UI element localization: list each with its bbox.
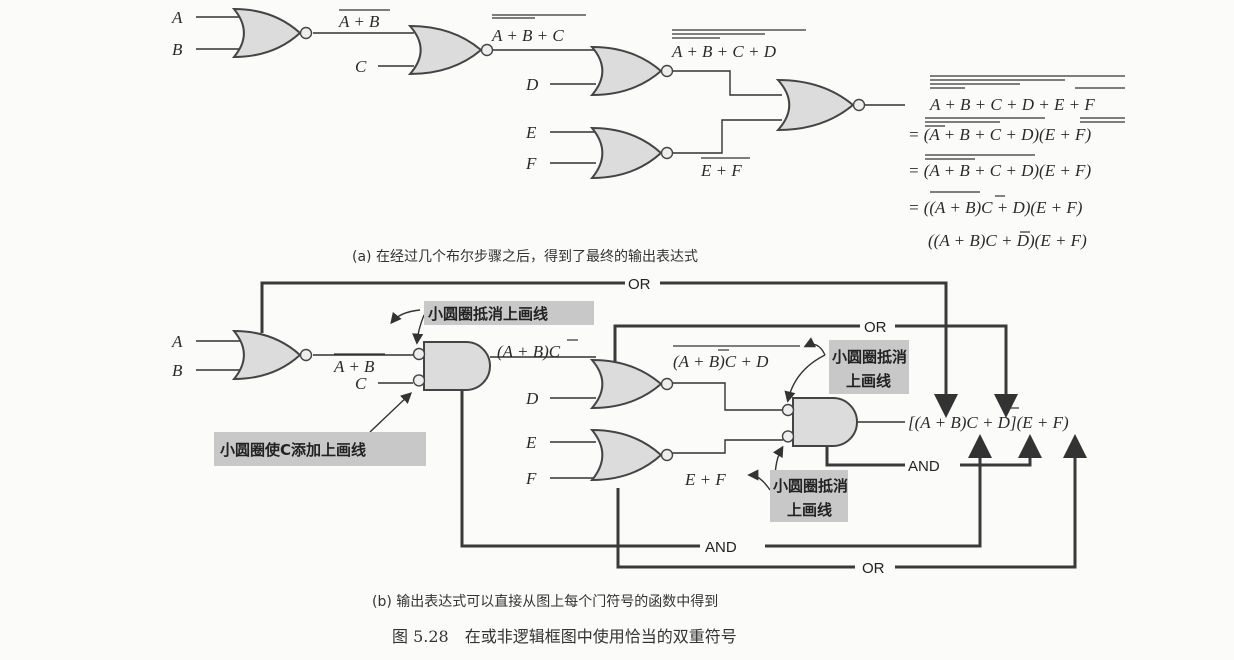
input-c-b: C — [355, 374, 367, 393]
nor-gate-a2 — [407, 24, 494, 76]
nor-gate-body — [775, 78, 855, 132]
inversion-bubble-icon — [781, 430, 795, 443]
wires — [196, 16, 1075, 569]
inversion-bubble-icon — [299, 348, 313, 362]
bus-label-or-top: OR — [628, 276, 651, 293]
expression-line-4: = ((A + B)C + D)(E + F) — [908, 198, 1083, 217]
nor-gate-body — [407, 24, 483, 76]
label-abc-plus-d: (A + B)C + D — [673, 352, 769, 371]
nor-gate-a4 — [775, 78, 866, 132]
input-b: B — [172, 40, 183, 59]
svg-text:上画线: 上画线 — [846, 372, 891, 390]
svg-text:小圆圈抵消: 小圆圈抵消 — [773, 477, 848, 495]
caption-a: (a) 在经过几个布尔步骤之后，得到了最终的输出表达式 — [352, 248, 698, 265]
inversion-bubble-icon — [412, 347, 426, 361]
callout-bubble-cancel-3: 小圆圈抵消 上画线 — [770, 470, 848, 522]
expression-line-1: A + B + C + D + E + F — [929, 95, 1095, 114]
inversion-bubble-icon — [660, 377, 674, 391]
nor-gate-body — [589, 358, 663, 410]
svg-text:上画线: 上画线 — [787, 501, 832, 519]
inversion-bubble-icon — [480, 43, 494, 57]
nor-gate-a5 — [589, 126, 674, 180]
inversion-bubble-icon — [660, 146, 674, 160]
callout-bubble-add-c: 小圆圈使C添加上画线 — [214, 432, 426, 466]
input-b-b: B — [172, 361, 183, 380]
input-f: F — [525, 154, 537, 173]
output-expression: [(A + B)C + D](E + F) — [908, 413, 1069, 432]
inversion-bubble-icon — [299, 26, 313, 40]
nor-gate-a3 — [589, 45, 674, 97]
svg-text:小圆圈抵消上画线: 小圆圈抵消上画线 — [428, 305, 548, 323]
inversion-bubble-icon — [660, 448, 674, 462]
nor-gate-body — [231, 329, 302, 381]
input-e-b: E — [525, 433, 537, 452]
caption-b: (b) 输出表达式可以直接从图上每个门符号的函数中得到 — [372, 593, 718, 610]
and-gate-body — [423, 341, 491, 391]
nor-gate-body — [589, 45, 663, 97]
inversion-bubble-icon — [660, 64, 674, 78]
nor-gate-body — [589, 126, 663, 180]
input-d-b: D — [525, 389, 539, 408]
and-gate-body — [792, 397, 858, 447]
label-a-plus-b-b: A + B — [333, 357, 375, 376]
nor-gate-body — [231, 7, 302, 59]
bus-label-or-bottom: OR — [862, 560, 885, 577]
overlines — [334, 9, 1125, 409]
and-gate-b2 — [412, 341, 491, 391]
input-d: D — [525, 75, 539, 94]
input-e: E — [525, 123, 537, 142]
expression-line-5: ((A + B)C + D)(E + F) — [928, 231, 1087, 250]
input-a: A — [171, 8, 183, 27]
inversion-bubble-icon — [852, 98, 866, 112]
bus-label-and-mid: AND — [908, 458, 940, 475]
input-a-b: A — [171, 332, 183, 351]
bus-label-or-mid: OR — [864, 319, 887, 336]
expression-line-3: = (A + B + C + D)(E + F) — [908, 161, 1091, 180]
nor-gate-b5 — [589, 428, 674, 482]
label-a-plus-b-plus-c: A + B + C — [491, 26, 564, 45]
label-e-plus-f-b: E + F — [684, 470, 726, 489]
label-a-plus-b-c-bar: (A + B)C — [497, 342, 561, 361]
callout-bubble-cancel-2: 小圆圈抵消 上画线 — [829, 340, 909, 394]
inversion-bubble-icon — [781, 403, 795, 417]
and-gate-b4 — [781, 397, 858, 447]
inversion-bubble-icon — [412, 374, 426, 387]
label-a-b-c-d: A + B + C + D — [671, 42, 777, 61]
callout-bubble-cancel-1: 小圆圈抵消上画线 — [424, 301, 594, 325]
nor-gate-b3 — [589, 358, 674, 410]
expression-line-2: = (A + B + C + D)(E + F) — [908, 125, 1091, 144]
nor-gate-body — [589, 428, 663, 482]
label-a-plus-b: A + B — [338, 12, 380, 31]
bus-label-and-bottom: AND — [705, 539, 737, 556]
label-e-plus-f: E + F — [700, 161, 742, 180]
nor-gate-a1 — [231, 7, 313, 59]
svg-text:小圆圈使C添加上画线: 小圆圈使C添加上画线 — [220, 441, 366, 459]
svg-text:小圆圈抵消: 小圆圈抵消 — [832, 348, 907, 366]
gates — [231, 7, 866, 482]
input-c: C — [355, 57, 367, 76]
input-f-b: F — [525, 469, 537, 488]
nor-gate-b1 — [231, 329, 313, 381]
figure-caption: 图 5.28 在或非逻辑框图中使用恰当的双重符号 — [392, 627, 737, 646]
